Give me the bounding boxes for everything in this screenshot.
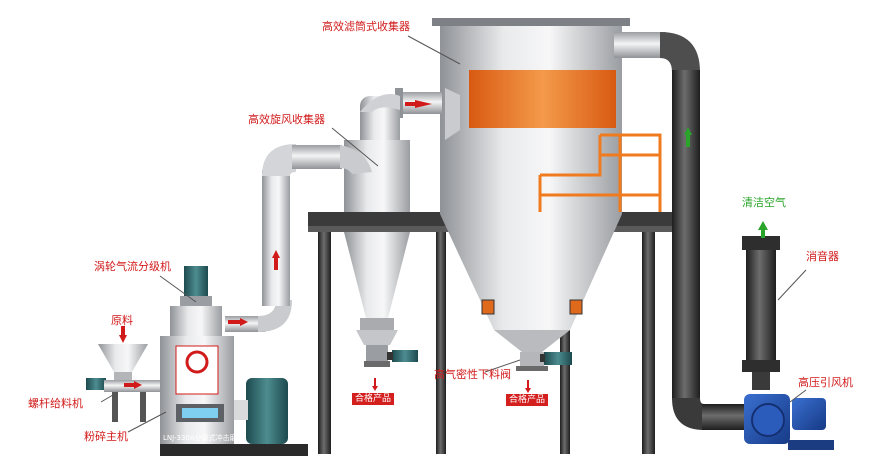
induced-draft-fan xyxy=(744,394,834,450)
arrow-raw-material xyxy=(119,335,127,343)
label-raw-material: 原料 xyxy=(111,314,133,327)
arrow-product-left xyxy=(372,386,378,391)
arrow-feed xyxy=(134,381,142,389)
service-railing xyxy=(538,133,662,212)
label-clean-air: 清洁空气 xyxy=(742,196,786,209)
label-screw-feeder: 螺杆给料机 xyxy=(28,397,83,410)
arrow-out-mill xyxy=(240,318,248,326)
silencer xyxy=(742,236,780,390)
arrow-up-duct xyxy=(272,250,280,258)
label-turbine-classifier: 涡轮气流分级机 xyxy=(94,260,171,273)
feed-hopper xyxy=(86,344,160,422)
label-filter-collector: 高效滤筒式收集器 xyxy=(322,20,410,33)
duct-mill-to-cyclone xyxy=(225,144,372,332)
filter-band xyxy=(469,70,616,128)
arrow-product-right xyxy=(525,388,531,393)
exhaust-duct xyxy=(614,32,746,430)
label-main-mill: 粉碎主机 xyxy=(84,430,128,443)
product-tag-left: 合格产品 xyxy=(352,393,395,405)
arrow-clean-air xyxy=(758,221,768,230)
airlock-valve-left xyxy=(387,350,418,362)
leader-lines xyxy=(100,35,807,433)
product-tag-right: 合格产品 xyxy=(506,394,549,406)
label-airlock-valve: 高气密性下料阀 xyxy=(434,368,511,381)
arrow-into-filter xyxy=(415,100,432,108)
filter-inlet xyxy=(395,88,460,140)
brand-logo-text: LNPE xyxy=(180,378,208,387)
filter-collector xyxy=(432,18,630,352)
main-mill xyxy=(160,266,308,456)
flow-arrows xyxy=(119,100,768,393)
model-plate: LNJ-330A分级式冲击磨 xyxy=(163,434,237,442)
airlock-valve-right xyxy=(516,352,572,371)
arrow-exhaust-up xyxy=(684,127,692,135)
label-silencer: 消音器 xyxy=(806,250,839,263)
label-fan: 高压引风机 xyxy=(798,376,853,389)
label-cyclone-collector: 高效旋风收集器 xyxy=(248,113,325,126)
